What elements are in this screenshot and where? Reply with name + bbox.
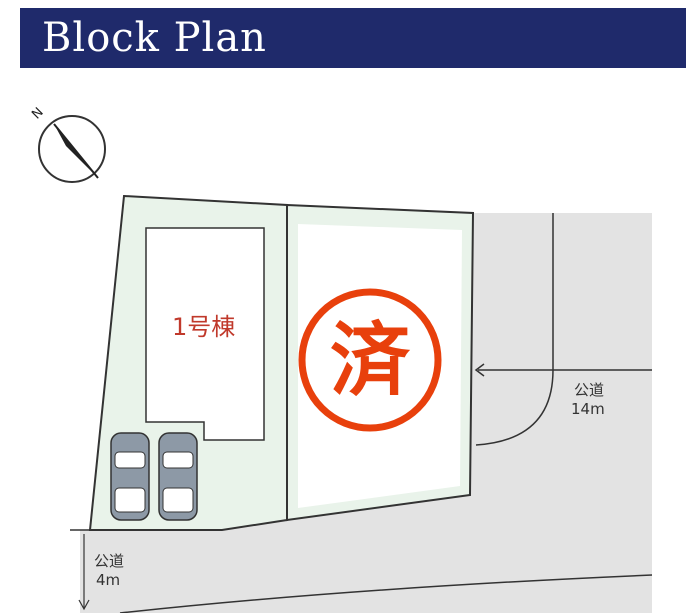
title-banner: Block Plan <box>20 8 686 68</box>
east-road-label-line2: 14m <box>571 400 605 418</box>
road-corner-curve <box>475 369 554 446</box>
east-road-arrow <box>474 363 485 377</box>
sold-stamp-char: 済 <box>330 314 411 407</box>
lot-1-building-outline <box>145 227 265 441</box>
east-road-area <box>470 213 652 613</box>
south-road-lower-edge <box>119 574 653 613</box>
lot-2-inner-area <box>298 224 462 508</box>
page-title: Block Plan <box>42 15 267 61</box>
east-road-label-line1: 公道 <box>574 381 604 399</box>
north-arrow-icon <box>38 115 106 183</box>
south-road-label-line1: 公道 <box>94 552 124 570</box>
car-icon <box>158 432 198 521</box>
north-label: N <box>29 105 46 122</box>
sold-stamp: 済 <box>298 288 442 432</box>
south-road-label-line2: 4m <box>96 571 120 589</box>
south-road-arrow <box>78 599 90 611</box>
car-icon <box>110 432 150 521</box>
lot-1-label: 1号棟 <box>172 313 235 341</box>
